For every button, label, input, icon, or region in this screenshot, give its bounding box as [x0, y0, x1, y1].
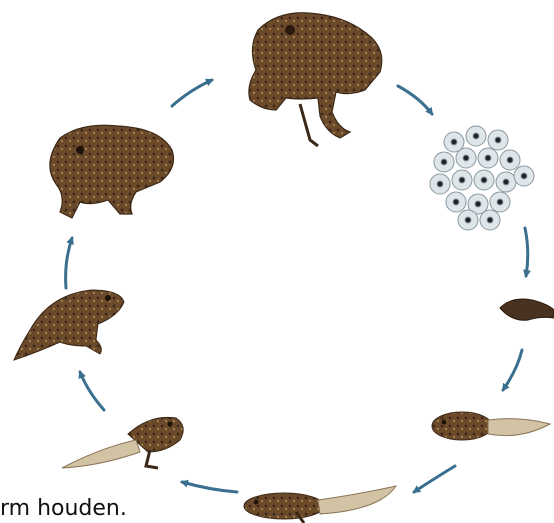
arrow-frog-to-adult [172, 80, 212, 106]
arrow-froglet-to-young [80, 372, 104, 410]
arrow-hatchling-to-tadpole [503, 350, 522, 390]
froglet-tail-icon [62, 417, 183, 468]
frog-eggs-icon [430, 126, 534, 230]
tadpole-icon [432, 412, 550, 440]
caption-text: rm houden. [0, 496, 127, 521]
hatchling-icon [500, 299, 554, 320]
arrow-tadpole-to-hindlegs [414, 466, 455, 492]
frog-adult-icon [249, 13, 382, 146]
frog-icon [50, 125, 174, 218]
young-frog-icon [14, 290, 124, 360]
arrow-frog-to-eggs [398, 86, 432, 114]
tadpole-hindlegs-icon [244, 486, 396, 523]
arrow-young-to-frog [66, 238, 72, 288]
arrow-eggs-to-hatchling [525, 228, 528, 276]
arrow-hindlegs-to-froglet [182, 482, 237, 492]
